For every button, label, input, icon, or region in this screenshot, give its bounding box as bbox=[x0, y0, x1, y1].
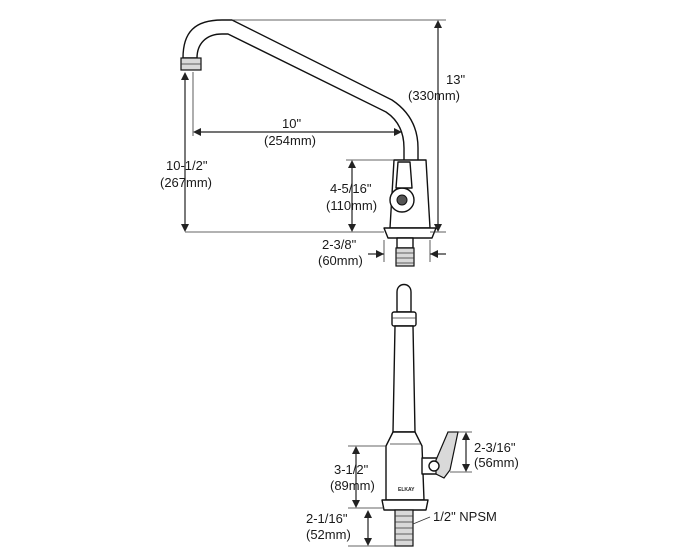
threaded-shank bbox=[395, 247, 415, 267]
handle-imperial: 2-3/16" bbox=[474, 440, 516, 455]
callout-thread: 1/2" NPSM bbox=[412, 509, 497, 525]
side-body-metric: (89mm) bbox=[330, 478, 375, 493]
side-base-flange bbox=[381, 499, 429, 511]
side-faucet: ELKAY bbox=[381, 283, 459, 547]
dim-body-height: 4-5/16" (110mm) bbox=[326, 159, 394, 232]
base-width-metric: (60mm) bbox=[318, 253, 363, 268]
reach-metric: (254mm) bbox=[264, 133, 316, 148]
shank bbox=[396, 237, 414, 249]
dim-side-body-height: 3-1/2" (89mm) bbox=[330, 445, 386, 509]
handle-cap-icon bbox=[396, 194, 408, 206]
body-height-imperial: 4-5/16" bbox=[330, 181, 372, 196]
top-faucet bbox=[180, 19, 437, 267]
lever-handle bbox=[395, 161, 413, 189]
shank-metric: (52mm) bbox=[306, 527, 351, 542]
clearance-metric: (267mm) bbox=[160, 175, 212, 190]
dim-overall-height: 13" (330mm) bbox=[232, 19, 465, 233]
clearance-imperial: 10-1/2" bbox=[166, 158, 208, 173]
base-width-imperial: 2-3/8" bbox=[322, 237, 357, 252]
handle-screw bbox=[428, 460, 440, 472]
shank-imperial: 2-1/16" bbox=[306, 511, 348, 526]
spout-tip bbox=[396, 283, 412, 313]
side-lever-handle bbox=[435, 431, 459, 479]
body-height-metric: (110mm) bbox=[326, 198, 377, 213]
thread-note: 1/2" NPSM bbox=[433, 509, 497, 524]
base-flange bbox=[383, 227, 437, 239]
reach-imperial: 10" bbox=[282, 116, 301, 131]
handle-metric: (56mm) bbox=[474, 455, 519, 470]
dim-base-width: 2-3/8" (60mm) bbox=[318, 237, 446, 268]
dim-reach: 10" (254mm) bbox=[192, 72, 402, 148]
height-metric: (330mm) bbox=[408, 88, 460, 103]
dim-spout-clearance: 10-1/2" (267mm) bbox=[160, 72, 384, 233]
side-body-imperial: 3-1/2" bbox=[334, 462, 369, 477]
spout-coupling bbox=[391, 311, 417, 327]
dim-shank-length: 2-1/16" (52mm) bbox=[306, 510, 395, 547]
height-imperial: 13" bbox=[446, 72, 465, 87]
dim-handle-length: 2-3/16" (56mm) bbox=[448, 431, 519, 473]
riser-tube bbox=[392, 325, 416, 433]
brand-logo: ELKAY bbox=[398, 487, 415, 493]
